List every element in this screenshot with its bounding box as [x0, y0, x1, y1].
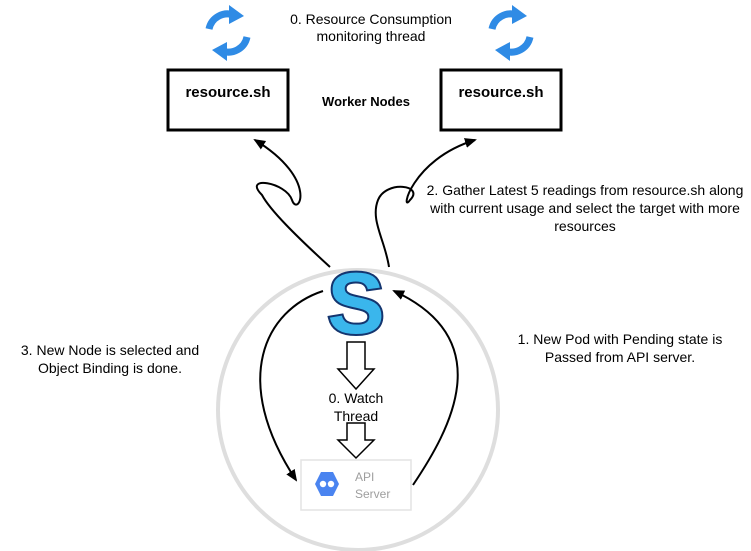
refresh-icon	[492, 5, 530, 61]
connector-api-to-scheduler-right	[392, 290, 459, 486]
monitoring-label-line2: monitoring thread	[317, 28, 426, 44]
arrow-down-icon	[336, 422, 376, 460]
new-pod-label-line1: 1. New Pod with Pending state is	[518, 331, 723, 347]
monitoring-label-line1: 0. Resource Consumption	[290, 11, 452, 27]
worker-node-right-box	[439, 68, 563, 132]
scheduler-logo-icon: S	[325, 254, 386, 354]
gather-label-line2: with current usage and select the target…	[429, 200, 740, 216]
scheduler-boundary-circle	[216, 268, 500, 551]
watch-label-line1: 0. Watch	[329, 390, 384, 406]
worker-nodes-label: Worker Nodes	[322, 94, 410, 109]
new-node-label-line2: Object Binding is done.	[38, 360, 182, 376]
api-server-box: API Server	[300, 459, 412, 511]
api-server-label-line2: Server	[355, 487, 390, 501]
connector-scheduler-to-left-node	[253, 138, 331, 268]
refresh-icon	[209, 5, 247, 61]
api-server-icon	[315, 472, 339, 496]
gather-label-line3: resources	[554, 218, 615, 234]
connector-scheduler-to-api-left	[259, 290, 324, 482]
watch-label-line2: Thread	[334, 408, 378, 424]
gather-label-line1: 2. Gather Latest 5 readings from resourc…	[427, 182, 744, 198]
new-node-label-line1: 3. New Node is selected and	[21, 342, 199, 358]
worker-node-left-box	[166, 68, 290, 132]
api-server-label-line1: API	[355, 470, 374, 484]
arrow-down-icon	[336, 341, 376, 391]
scheduler-logo-glyph: S	[327, 256, 384, 352]
worker-node-left-label: resource.sh	[185, 84, 270, 101]
new-pod-label-line2: Passed from API server.	[545, 349, 695, 365]
connector-scheduler-to-right-node	[374, 138, 477, 268]
worker-node-right-label: resource.sh	[458, 84, 543, 101]
